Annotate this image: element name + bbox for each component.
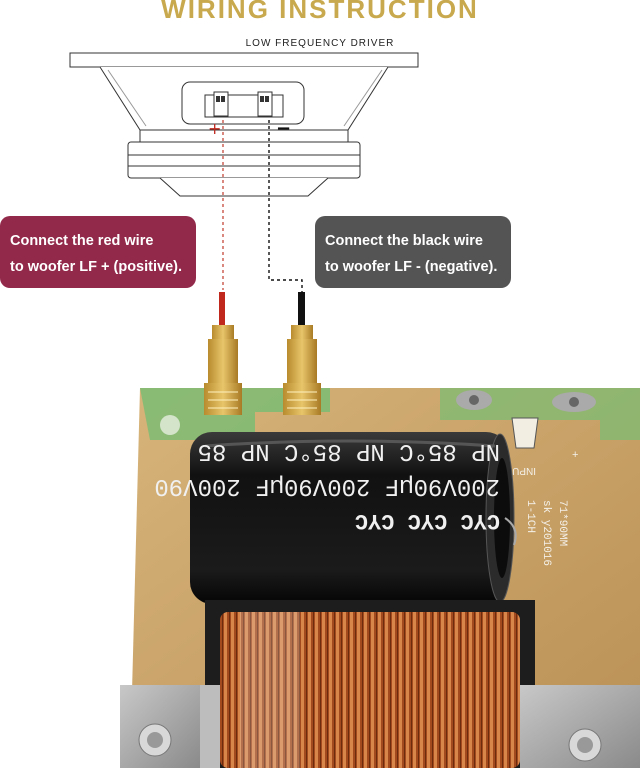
silkscreen-model: 71*90MM [556, 500, 568, 546]
capacitor-text-temp: NP 85°C NP 85°C NP 85 [198, 437, 500, 464]
terminal-positive [204, 325, 242, 415]
silkscreen-plus: + [572, 449, 578, 461]
wire-guides [219, 120, 305, 326]
capacitor-text-rating: 200V90µF 200V90µF 200V90 [154, 472, 500, 499]
terminal-negative [283, 325, 321, 415]
black-callout-line-1: Connect the black wire [325, 233, 483, 249]
capacitor: CYC CYC CYC 200V90µF 200V90µF 200V90 NP … [154, 432, 517, 604]
driver-label: LOW FREQUENCY DRIVER [245, 38, 395, 49]
black-callout-line-2: to woofer LF - (negative). [325, 259, 498, 275]
negative-symbol: − [276, 118, 291, 139]
inductor [120, 600, 640, 768]
red-wire-callout: Connect the red wire to woofer LF + (pos… [0, 216, 196, 288]
silkscreen-ch: 1-1CH [524, 500, 536, 533]
page-title: WIRING INSTRUCTION [161, 0, 479, 24]
silkscreen-input: INPUT [506, 465, 536, 476]
red-callout-line-1: Connect the red wire [10, 233, 154, 249]
driver-drawing [69, 52, 419, 197]
red-callout-line-2: to woofer LF + (positive). [10, 259, 182, 275]
black-wire-callout: Connect the black wire to woofer LF - (n… [315, 216, 511, 288]
capacitor-text-brand: CYC CYC CYC [355, 508, 500, 533]
positive-symbol: + [208, 119, 221, 138]
silkscreen-code: sk y201016 [540, 500, 552, 566]
